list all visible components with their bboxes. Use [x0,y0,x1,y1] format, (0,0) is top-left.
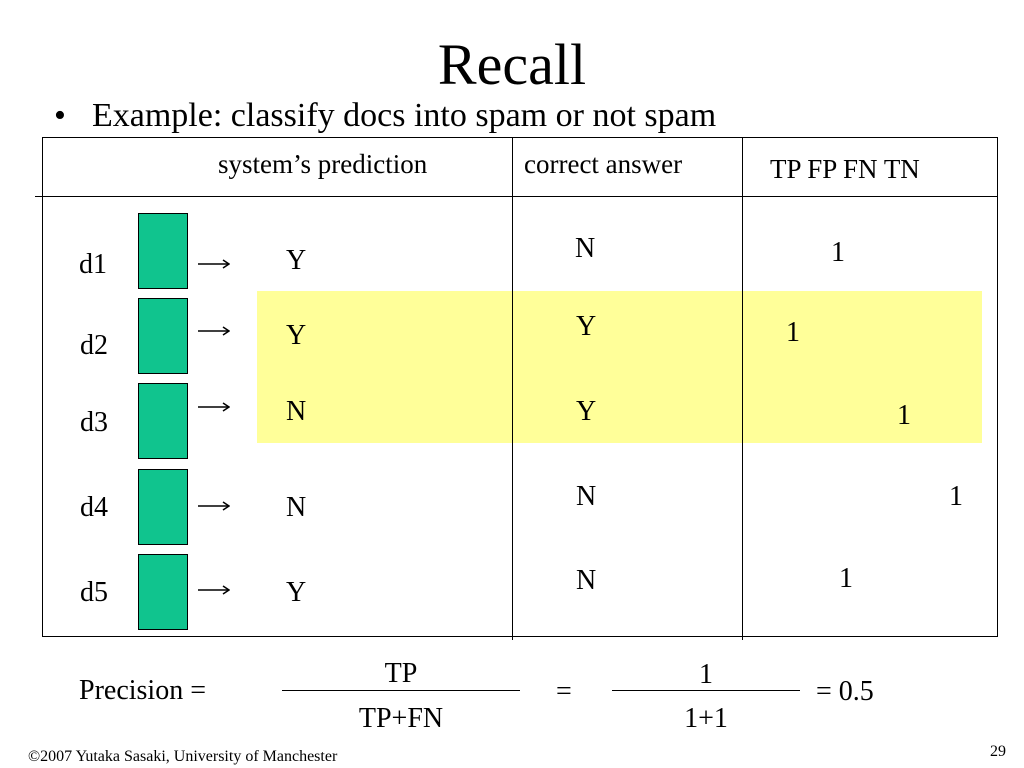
column-divider-answer [512,137,513,640]
arrow-icon-d5 [198,585,230,595]
prediction-d5: Y [286,577,307,608]
count-tp-d2: 1 [786,317,800,348]
arrow-icon-d2 [198,326,230,336]
count-fp-d1: 1 [831,237,845,268]
arrow-icon-d3 [198,402,230,412]
header-divider [35,196,998,197]
doc-label-d2: d2 [80,330,108,361]
answer-d1: N [575,233,596,264]
arrow-icon-d4 [198,501,230,511]
fraction-bar-numeric [612,690,800,691]
highlight-band [257,291,982,443]
prediction-d3: N [286,396,307,427]
doc-label-d5: d5 [80,577,108,608]
equals-sign: = [556,676,572,707]
precision-label: Precision = [79,675,206,706]
formula-denominator: TP+FN [358,703,444,734]
bullet-point: • Example: classify docs into spam or not… [54,96,716,136]
slide-title: Recall [437,32,587,97]
count-fn-d3: 1 [897,400,911,431]
table-frame [42,137,998,637]
header-correct-answer: correct answer [524,149,683,179]
prediction-d1: Y [286,245,307,276]
document-icon-d1 [138,213,188,289]
prediction-d4: N [286,492,307,523]
document-icon-d2 [138,298,188,374]
document-icon-d4 [138,469,188,545]
bullet-text: Example: classify docs into spam or not … [92,97,717,134]
arrow-icon-d1 [198,259,230,269]
header-prediction: system’s prediction [218,149,428,179]
page-number: 29 [990,743,1006,760]
doc-label-d4: d4 [80,492,108,523]
value-numerator: 1 [699,659,713,690]
doc-label-d3: d3 [80,407,108,438]
answer-d2: Y [576,311,597,342]
value-denominator: 1+1 [684,703,728,734]
answer-d5: N [576,565,597,596]
count-tn-d4: 1 [949,481,963,512]
document-icon-d5 [138,554,188,630]
document-icon-d3 [138,383,188,459]
formula-result: = 0.5 [816,676,874,707]
bullet-marker: • [54,97,66,134]
column-divider-counts [742,137,743,640]
answer-d4: N [576,481,597,512]
answer-d3: Y [576,396,597,427]
header-counts: TP FP FN TN [770,154,920,184]
count-fp-d5: 1 [839,563,853,594]
doc-label-d1: d1 [79,249,107,280]
footer-copyright: ©2007 Yutaka Sasaki, University of Manch… [28,748,338,765]
formula-numerator: TP [384,658,418,689]
prediction-d2: Y [286,320,307,351]
fraction-bar-symbolic [282,690,520,691]
